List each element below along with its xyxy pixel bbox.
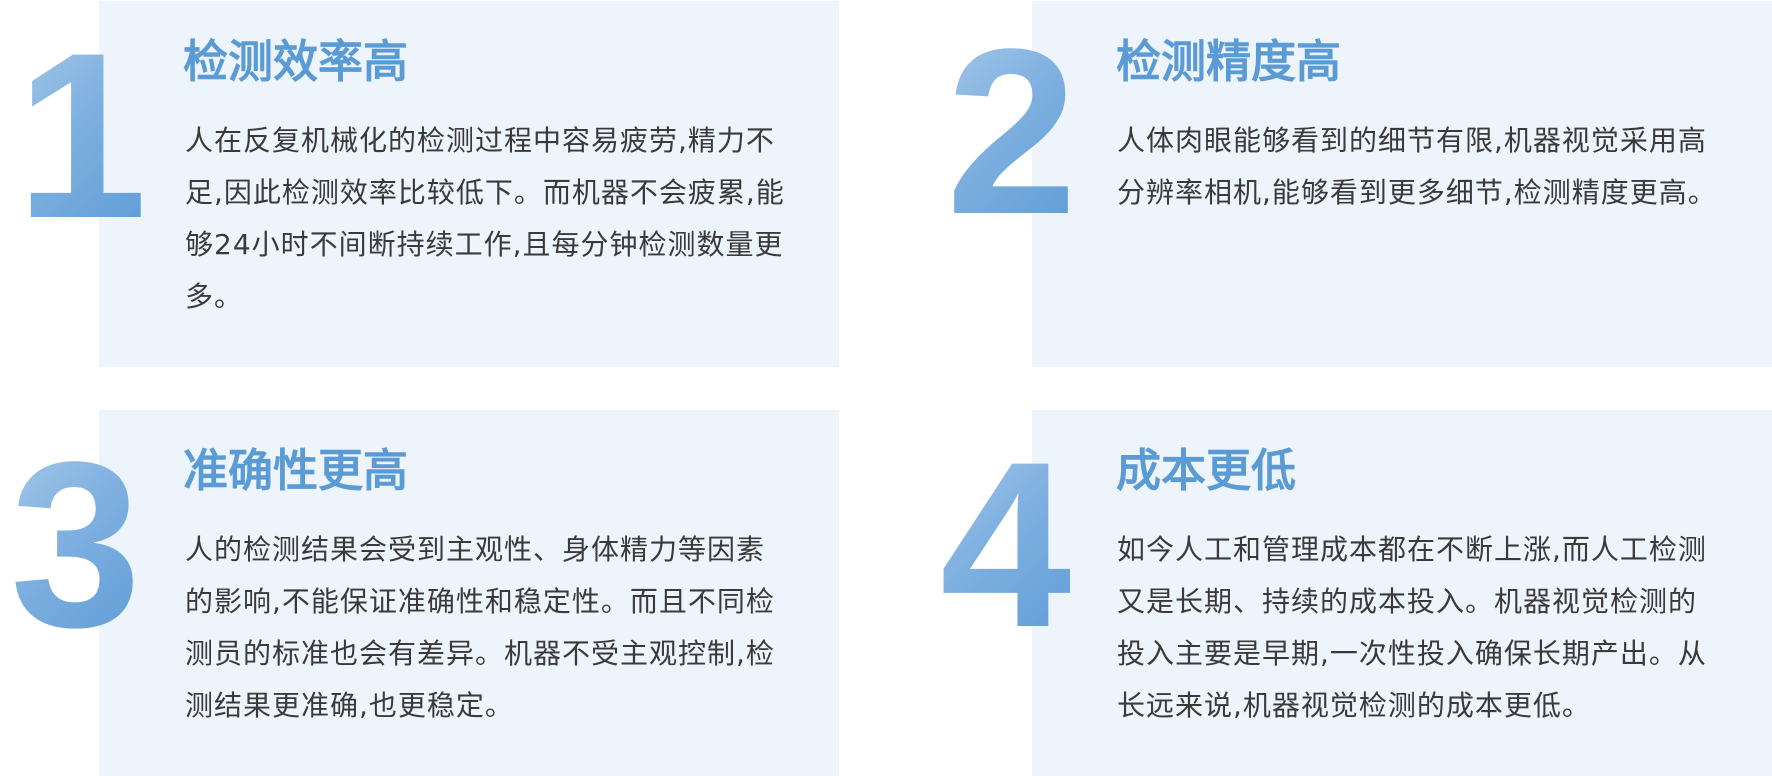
feature-title: 检测精度高	[1116, 35, 1342, 88]
feature-title: 检测效率高	[183, 35, 409, 88]
feature-title: 成本更低	[1116, 444, 1297, 497]
feature-panel	[99, 1, 839, 367]
feature-number: 2	[946, 0, 1078, 264]
feature-panel	[1032, 1, 1772, 367]
feature-description: 人的检测结果会受到主观性、身体精力等因素的影响,不能保证准确性和稳定性。而且不同…	[185, 533, 775, 722]
feature-number: 1	[16, 4, 148, 268]
feature-number: 3	[10, 413, 142, 677]
feature-panel	[1032, 410, 1772, 776]
feature-title: 准确性更高	[183, 444, 409, 497]
feature-panel	[99, 410, 839, 776]
feature-description: 人在反复机械化的检测过程中容易疲劳,精力不足,因此检测效率比较低下。而机器不会疲…	[185, 124, 785, 313]
feature-description: 如今人工和管理成本都在不断上涨,而人工检测又是长期、持续的成本投入。机器视觉检测…	[1117, 533, 1707, 722]
feature-number: 4	[940, 413, 1072, 677]
feature-description: 人体肉眼能够看到的细节有限,机器视觉采用高分辨率相机,能够看到更多细节,检测精度…	[1117, 124, 1717, 209]
